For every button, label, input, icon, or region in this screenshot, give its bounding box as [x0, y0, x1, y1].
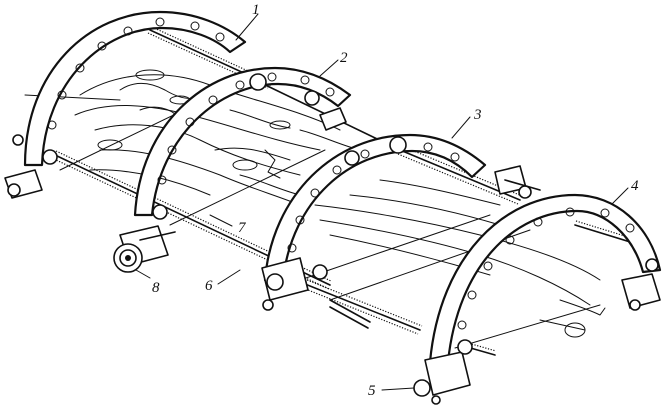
- label-3: 3: [473, 107, 482, 123]
- leader-8: [135, 269, 151, 279]
- leader-lines: [135, 13, 629, 391]
- label-5: 5: [368, 383, 376, 399]
- leader-3: [451, 116, 471, 139]
- label-4: 4: [631, 178, 639, 194]
- ring-4: [413, 193, 662, 405]
- label-8: 8: [152, 280, 160, 296]
- label-6: 6: [205, 278, 213, 294]
- leader-5: [381, 387, 415, 391]
- wire-tensioner: [113, 225, 176, 273]
- leader-7: [209, 214, 233, 227]
- label-2: 2: [340, 50, 348, 66]
- part-labels: 1 2 3 4 5 6 7 8: [152, 2, 639, 399]
- label-7: 7: [238, 220, 247, 236]
- label-1: 1: [252, 2, 260, 18]
- bone-fragments: [74, 69, 606, 338]
- ring-2: [133, 66, 352, 220]
- leader-1: [235, 13, 259, 41]
- ring-1: [4, 10, 247, 199]
- leader-2: [319, 59, 339, 77]
- leader-4: [611, 187, 629, 205]
- rear-clamp: [494, 165, 541, 199]
- ring-3: [261, 133, 487, 311]
- leader-6: [217, 269, 241, 285]
